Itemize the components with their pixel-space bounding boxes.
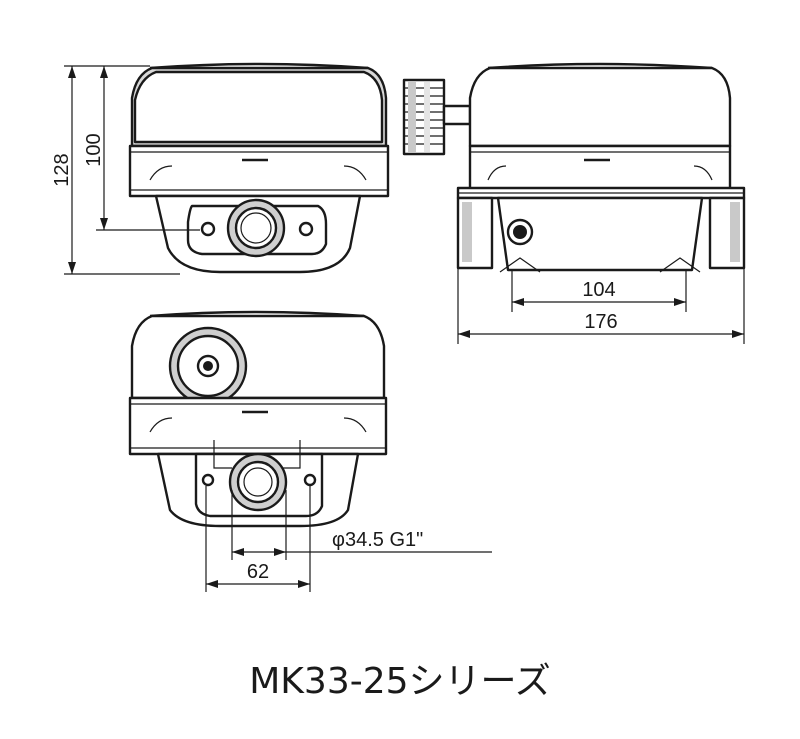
front-view bbox=[128, 62, 390, 274]
dim-body-height: 100 bbox=[83, 133, 105, 166]
width-dimensions: 104 176 bbox=[457, 268, 745, 344]
dim-mount-spacing: 62 bbox=[247, 561, 269, 583]
dim-port: φ34.5 G1" bbox=[332, 529, 423, 551]
dim-inner-width: 104 bbox=[582, 279, 615, 301]
bottom-dimensions: φ34.5 G1" 62 bbox=[205, 486, 492, 592]
height-dimensions: 128 100 bbox=[51, 65, 200, 275]
dim-overall-height: 128 bbox=[51, 153, 73, 186]
series-caption: MK33-25シリーズ bbox=[249, 661, 551, 702]
top-view bbox=[128, 310, 388, 528]
dim-overall-width: 176 bbox=[584, 311, 617, 333]
side-view bbox=[402, 62, 746, 273]
